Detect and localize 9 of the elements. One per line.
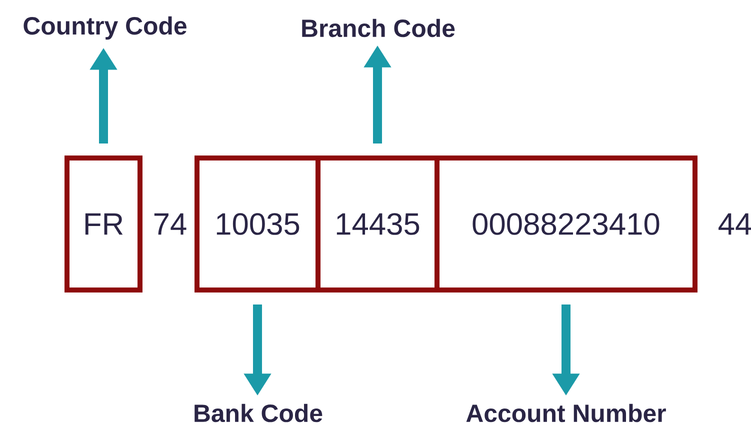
field-label: Country Code xyxy=(24,16,186,40)
field-label: Branch Code xyxy=(302,18,455,38)
code-box: 00088223410 xyxy=(434,156,698,292)
check-digits: 74 xyxy=(154,213,186,235)
code-box: FR xyxy=(64,156,142,292)
code-box: 14435 xyxy=(316,156,440,292)
field-label: Account Number xyxy=(466,404,666,422)
code-box: 10035 xyxy=(194,156,320,292)
field-label: Bank Code xyxy=(194,404,322,422)
